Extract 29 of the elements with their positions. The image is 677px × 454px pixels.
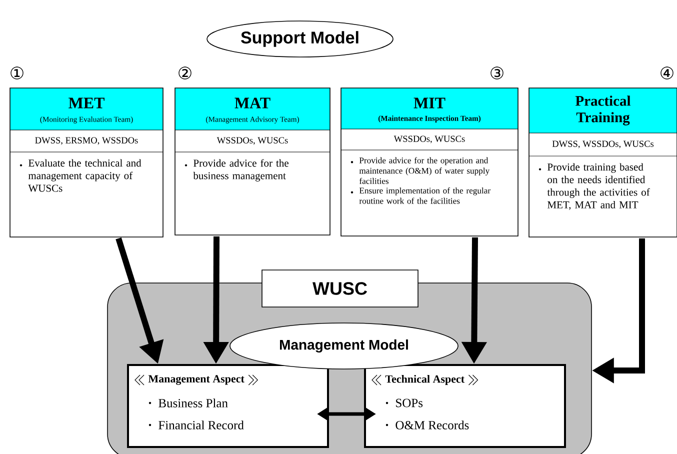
agency-list: WSSDOs, WUSCs	[394, 136, 465, 144]
bullet-text: Provide advice for the business management	[184, 159, 288, 182]
agency-list: WSSDOs, WUSCs	[216, 137, 288, 145]
circled-number: ④	[660, 66, 674, 80]
team-box	[528, 88, 677, 238]
circled-number: ③	[490, 66, 504, 80]
bullet-text: Evaluate the technical and management capacity of WUSCs	[20, 159, 142, 192]
agency-list: DWSS, WSSDOs, WUSCs	[552, 140, 654, 148]
circled-number: ①	[10, 66, 24, 80]
team-title: MET	[68, 98, 104, 108]
section-heading: Technical Aspect	[385, 375, 464, 385]
aspect-box	[127, 364, 329, 448]
agency-list: DWSS, ERSMO, WSSDOs	[35, 137, 138, 145]
team-box	[10, 88, 164, 238]
list-item: Business Plan	[148, 398, 228, 408]
bullet-text: Provide training based on the needs identified through the activities of MET, MAT and MIT	[538, 163, 650, 210]
team-title: MAT	[234, 98, 270, 108]
team-box	[340, 88, 518, 236]
aspect-box	[364, 364, 566, 448]
section-heading: Management Aspect	[148, 375, 244, 385]
bullet-text: Provide advice for the operation and maintenance (O&M) of water supply facilities	[350, 157, 490, 184]
circled-number: ②	[178, 66, 192, 80]
team-title: MIT	[414, 98, 446, 108]
team-box	[174, 88, 330, 236]
team-title: Practical Training	[575, 96, 631, 126]
list-item: Financial Record	[148, 420, 244, 430]
bullet-text: Ensure implementation of the regular routine work of the facilities	[350, 187, 490, 204]
list-item: O&M Records	[386, 420, 469, 430]
list-item: SOPs	[386, 398, 423, 408]
